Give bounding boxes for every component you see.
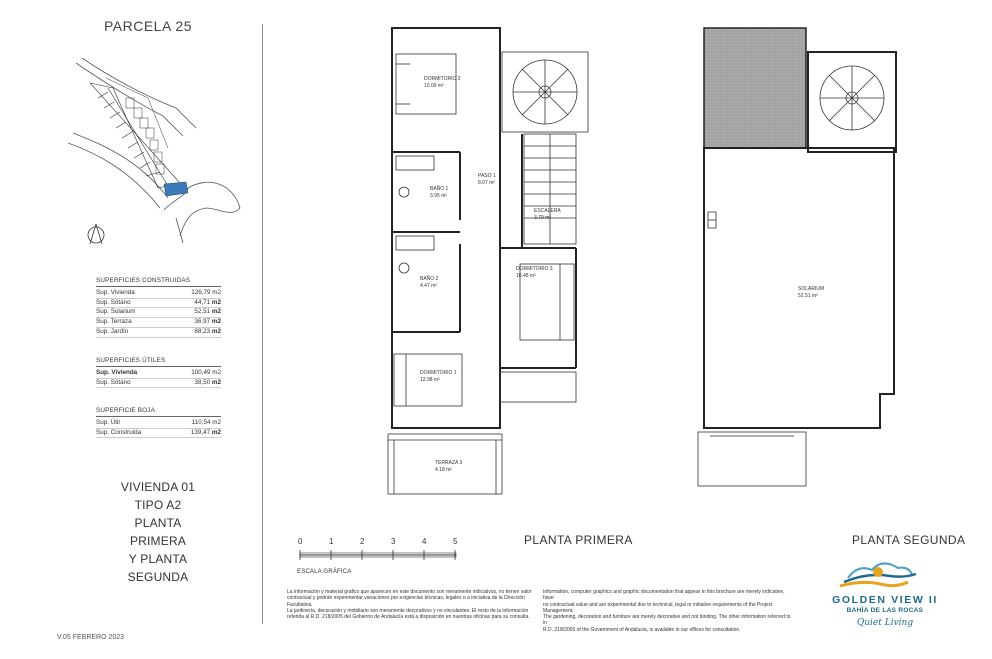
unit-type: TIPO A2 xyxy=(134,498,182,512)
built-surfaces-table: SUPERFICIES CONSTRUIDAS Sup. Vivienda 126… xyxy=(96,277,221,338)
row-value: 44,71 xyxy=(194,298,211,306)
row-value: 126,79 m2 xyxy=(191,289,221,296)
room-paso1-name: PASO 1 xyxy=(478,173,496,179)
room-bano2-name: BAÑO 2 xyxy=(420,275,439,282)
disclaimer-line: Information, computer graphics and graph… xyxy=(543,589,785,602)
row-unit: m2 xyxy=(211,318,221,326)
row-value: 139,47 xyxy=(190,428,211,436)
row-unit: m2 xyxy=(211,378,221,386)
first-floor-label: PLANTA PRIMERA xyxy=(524,533,633,547)
row-value: 100,49 m2 xyxy=(191,369,221,376)
unit-floor-2: Y PLANTA SEGUNDA xyxy=(127,552,189,584)
room-bano1-area: 3.95 m² xyxy=(430,193,447,199)
row-label: Sup. Útil xyxy=(96,419,120,426)
room-dormitorio1-area: 12.98 m² xyxy=(420,377,440,383)
room-paso1-area: 8.07 m² xyxy=(478,180,495,186)
room-terraza3-name: TERRAZA 3 xyxy=(435,460,462,466)
row-label: Sup. Vivienda xyxy=(96,369,138,376)
unit-number: VIVIENDA 01 xyxy=(120,480,196,494)
row-label: Sup. Vivienda xyxy=(96,289,135,296)
scale-tick-label: 3 xyxy=(391,537,396,546)
column-divider xyxy=(262,24,263,624)
room-escalera-name: ESCALERA xyxy=(534,208,561,214)
unit-floor: PLANTA PRIMERA xyxy=(129,516,187,548)
room-dormitorio3-area: 10.48 m² xyxy=(516,273,536,279)
second-floor-plan: SOLARIUM 52.51 m² xyxy=(697,27,897,487)
disclaimer-line: R.D. 218/2005 of the Government of Andal… xyxy=(543,626,741,633)
boja-surface-table: SUPERFICIE BOJA Sup. Útil 110,54 m2 Sup. … xyxy=(96,407,221,439)
row-value: 38,50 xyxy=(194,378,211,386)
room-solarium-name: SOLARIUM xyxy=(798,286,824,292)
row-value: 110,54 m2 xyxy=(191,419,221,426)
site-plan xyxy=(68,58,241,245)
boja-surface-header: SUPERFICIE BOJA xyxy=(96,407,221,417)
row-label: Sup. Jardín xyxy=(96,327,129,335)
disclaimer-line: Facultativa. xyxy=(287,601,313,608)
row-value: 88,23 xyxy=(194,327,211,335)
scale-bar xyxy=(299,550,457,560)
row-value: 52,51 xyxy=(194,308,211,316)
built-surfaces-header: SUPERFICIES CONSTRUIDAS xyxy=(96,277,221,287)
scale-tick-label: 5 xyxy=(453,537,458,546)
room-dormitorio2-name: DORMITORIO 2 xyxy=(424,76,461,82)
logo-title: GOLDEN VIEW II xyxy=(832,594,938,606)
useful-surfaces-header: SUPERFICIES ÚTILES xyxy=(96,357,221,367)
row-unit: m2 xyxy=(211,308,221,316)
north-arrow-icon xyxy=(87,223,105,245)
scale-numbers: 0 1 2 3 4 5 xyxy=(296,537,466,549)
row-label: Sup. Solarium xyxy=(96,308,136,316)
disclaimer-line: La información y material gráfico que ap… xyxy=(287,589,532,595)
disclaimer-line: referida al R.D. 218/2005 del Gobierno d… xyxy=(287,614,530,621)
row-label: Sup. Construida xyxy=(96,428,142,436)
room-dormitorio1-name: DORMITORIO 1 xyxy=(420,370,457,376)
logo-subtitle: BAHÍA DE LAS ROCAS xyxy=(846,607,924,614)
version-label: V.05 FEBRERO 2023 xyxy=(57,634,125,641)
row-value: 36,97 xyxy=(194,318,211,326)
row-label: Sup. Sótano xyxy=(96,298,131,306)
row-label: Sup. Terraza xyxy=(96,318,132,326)
row-unit: m2 xyxy=(211,298,221,306)
scale-tick-label: 1 xyxy=(329,537,334,546)
disclaimer-line: no contractual value and are experimenta… xyxy=(543,601,773,608)
room-escalera-area: 3.79 m² xyxy=(534,215,551,221)
row-unit: m2 xyxy=(211,428,221,436)
logo-tagline: Quiet Living xyxy=(856,618,914,628)
room-dormitorio2-area: 10.09 m² xyxy=(424,83,444,89)
scale-tick-label: 2 xyxy=(360,537,365,546)
disclaimer-es: La información y material gráfico que ap… xyxy=(287,589,537,620)
room-terraza3-area: 4.18 m² xyxy=(435,467,452,473)
scale-tick-label: 0 xyxy=(298,537,303,546)
plot-title: PARCELA 25 xyxy=(103,18,192,34)
first-floor-plan: DORMITORIO 2 10.09 m² PASO 1 8.07 m² BAÑ… xyxy=(387,27,589,495)
scale-label: ESCALA GRÁFICA xyxy=(297,569,352,575)
unit-info: VIVIENDA 01 TIPO A2 PLANTA PRIMERA Y PLA… xyxy=(108,478,208,586)
scale-tick-label: 4 xyxy=(422,537,427,546)
row-label: Sup. Sótano xyxy=(96,378,131,386)
room-bano2-area: 4.47 m² xyxy=(420,283,437,289)
disclaimer-line: La jardinería, decoración y mobiliario s… xyxy=(287,607,529,614)
disclaimer-line: The gardening, decoration and furniture … xyxy=(543,614,791,627)
row-unit: m2 xyxy=(211,327,221,335)
room-solarium-area: 52.51 m² xyxy=(798,293,818,299)
disclaimer-en: Information, computer graphics and graph… xyxy=(543,589,793,633)
logo-mark-icon xyxy=(839,562,917,588)
useful-surfaces-table: SUPERFICIES ÚTILES Sup. Vivienda 100,49 m… xyxy=(96,357,221,389)
second-floor-label: PLANTA SEGUNDA xyxy=(852,533,966,547)
room-bano1-name: BAÑO 1 xyxy=(430,185,449,192)
disclaimer-line: contractual y podrán experimentar variac… xyxy=(287,595,525,602)
room-dormitorio3-name: DORMITORIO 3 xyxy=(516,266,553,272)
disclaimer-line: Management. xyxy=(543,607,574,614)
